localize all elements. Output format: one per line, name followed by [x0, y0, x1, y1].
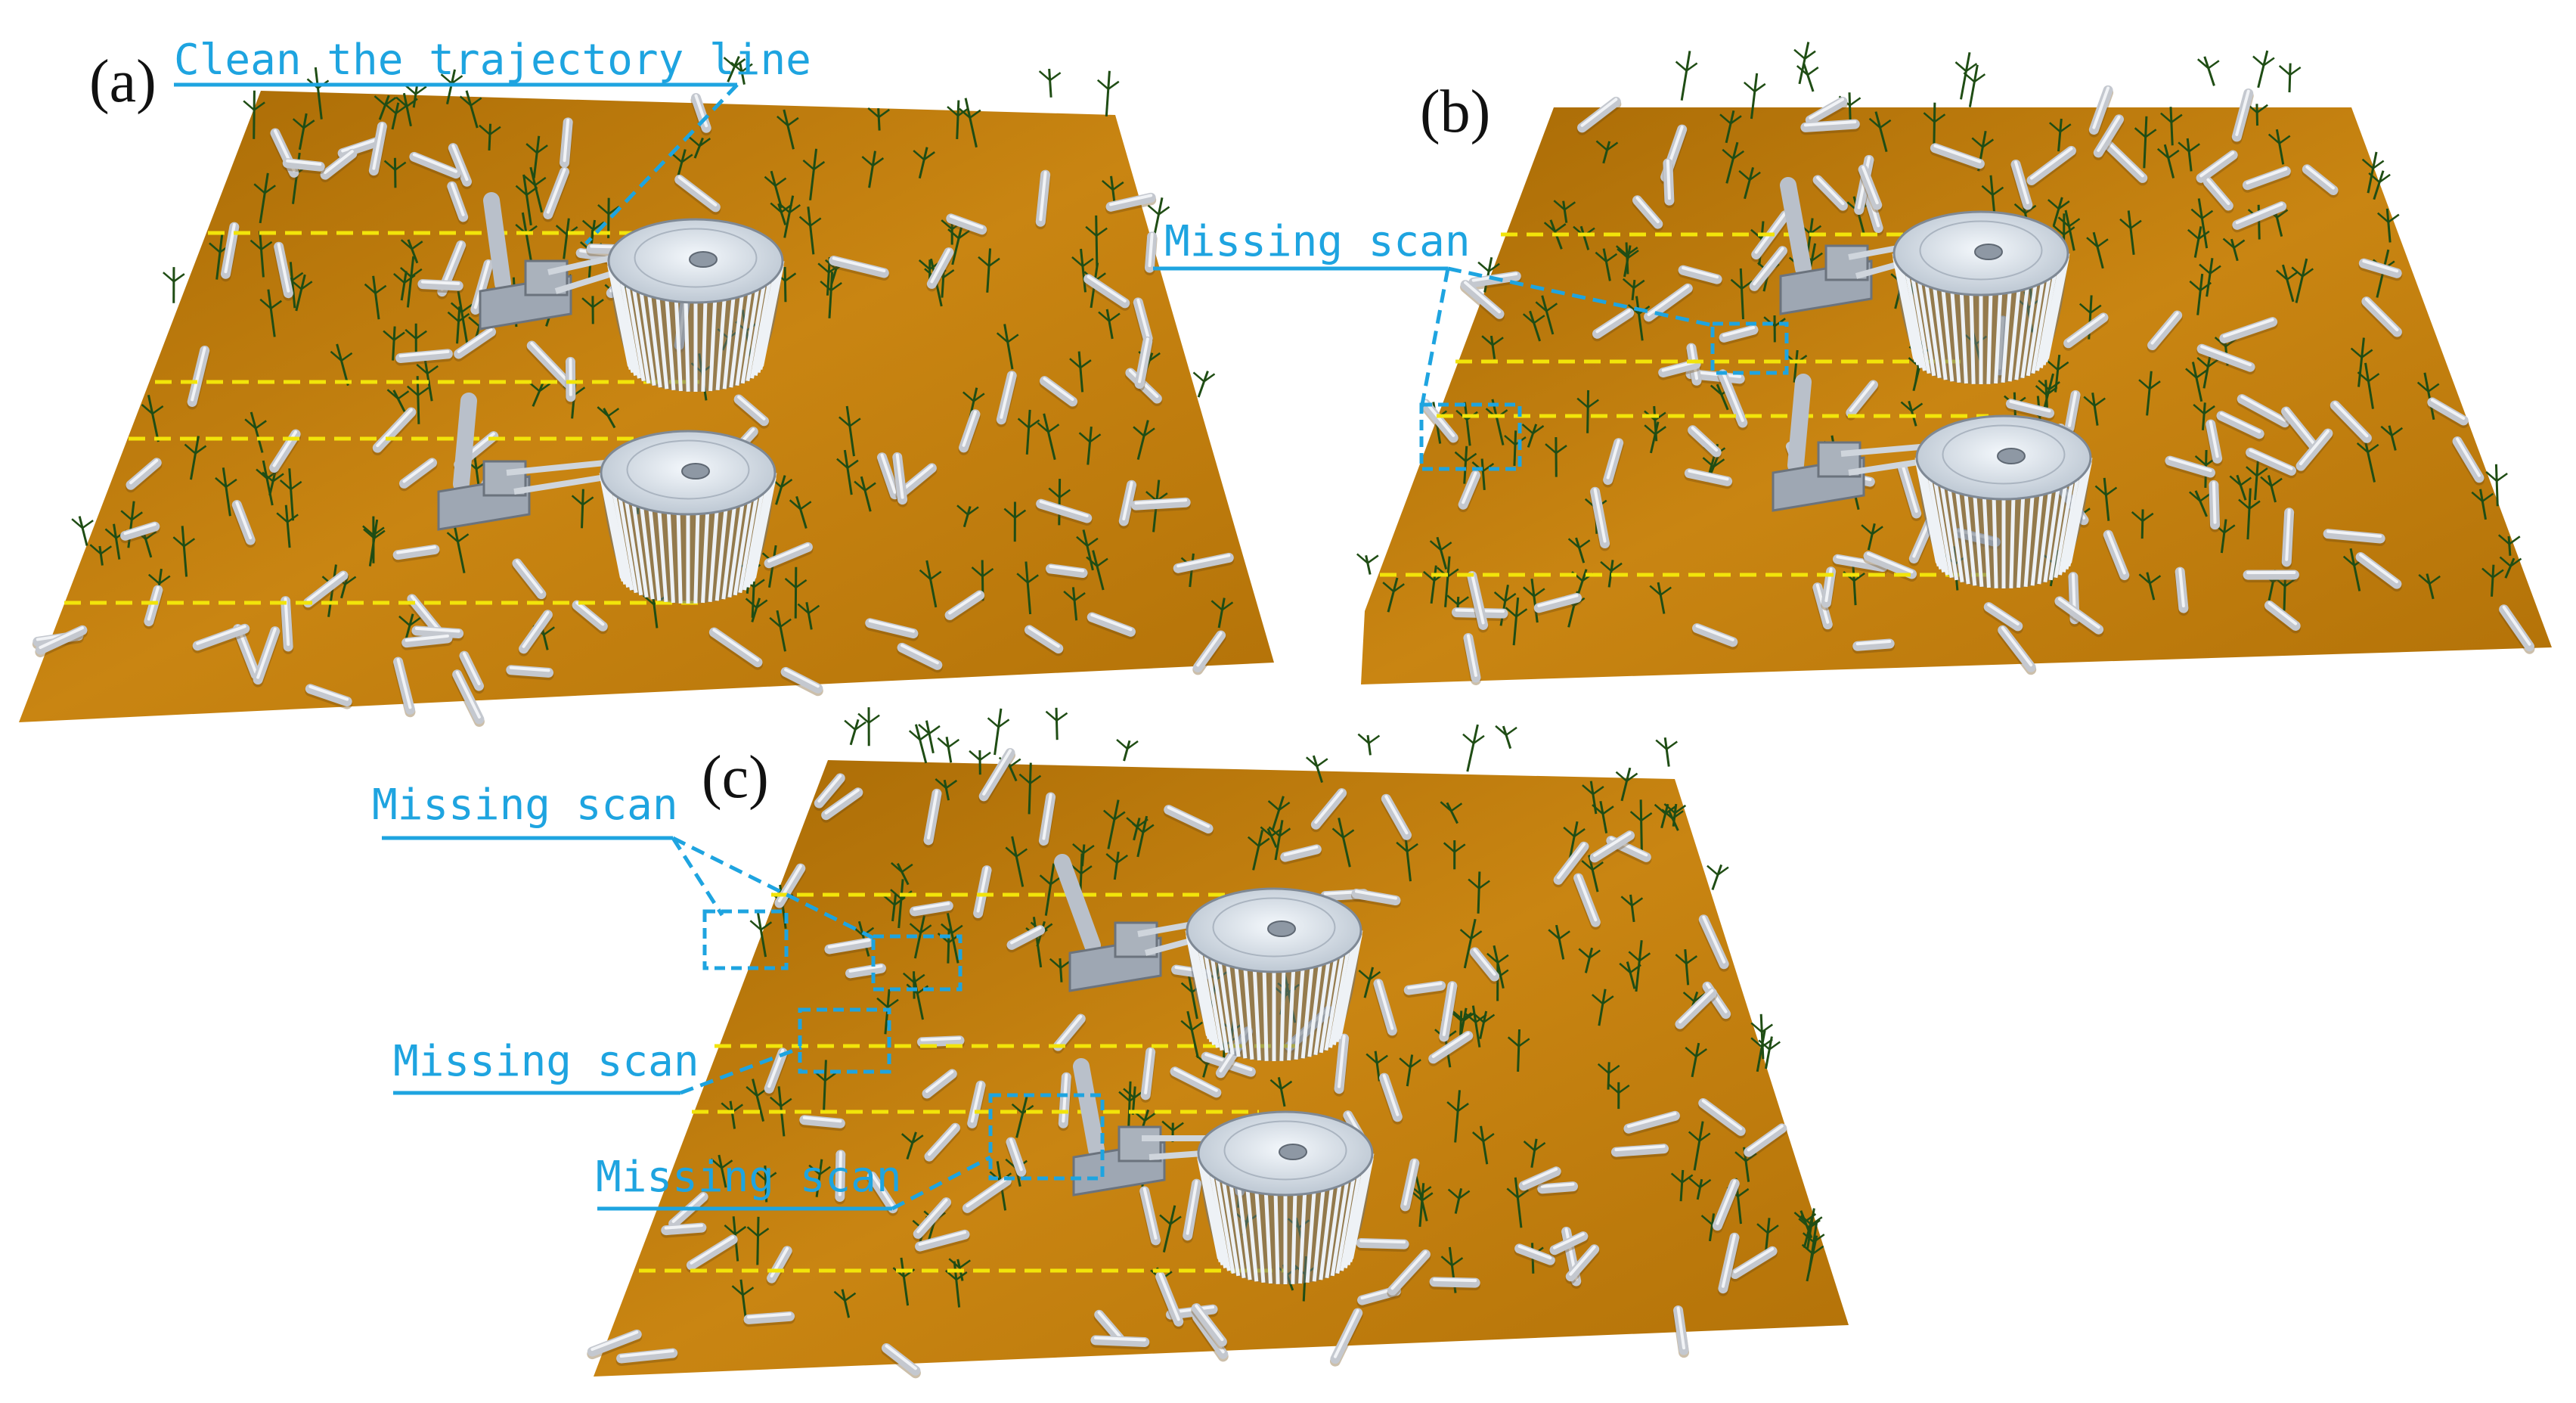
weed-plant	[1463, 725, 1484, 771]
callout-missing-scan-c1: Missing scan	[372, 781, 678, 830]
residue-stalk	[2328, 532, 2380, 541]
residue-stalk	[1136, 500, 1186, 508]
panel-label-b: (b)	[1420, 79, 1490, 145]
residue-stalk	[1668, 161, 1669, 203]
weed-plant	[1098, 71, 1119, 116]
residue-stalk	[286, 599, 289, 649]
weed-plant	[1046, 708, 1068, 740]
residue-stalk	[666, 1225, 702, 1232]
residue-stalk	[1434, 1280, 1475, 1285]
residue-stalk	[2248, 573, 2294, 577]
weed-plant	[1794, 42, 1815, 84]
callout-missing-scan-c3: Missing scan	[596, 1153, 902, 1202]
residue-stalk	[922, 1038, 959, 1044]
weed-plant	[1357, 554, 1378, 574]
residue-stalk	[2214, 483, 2215, 526]
weed-plant	[858, 707, 879, 746]
residue-stalk	[1858, 641, 1889, 648]
residue-stalk	[897, 455, 903, 501]
residue-stalk	[2211, 422, 2218, 461]
residue-stalk	[1679, 1308, 1685, 1353]
soil-plane-b	[1361, 107, 2552, 684]
residue-stalk	[1361, 1241, 1404, 1247]
callout-missing-scan-c2: Missing scan	[393, 1037, 699, 1086]
residue-stalk	[407, 636, 448, 645]
residue-stalk	[2069, 393, 2075, 430]
residue-stalk	[1051, 566, 1083, 576]
weed-plant	[1358, 734, 1379, 756]
residue-stalk	[423, 282, 458, 288]
weed-plant	[938, 737, 959, 762]
weed-plant	[845, 719, 866, 745]
residue-stalk	[1409, 983, 1440, 992]
panel-a: (a) Clean the trajectory line	[19, 36, 1274, 722]
weed-plant	[1117, 740, 1138, 761]
residue-stalk	[1063, 1075, 1066, 1125]
soil-plane-a	[19, 91, 1274, 722]
panel-c: (c) Missing scan Missing scan Missing sc…	[372, 707, 1849, 1377]
residue-stalk	[287, 161, 320, 169]
weed-plant	[1676, 51, 1697, 100]
callout-missing-scan-b: Missing scan	[1164, 217, 1471, 266]
residue-stalk	[749, 1314, 789, 1321]
panel-label-a: (a)	[89, 48, 157, 115]
residue-stalk	[401, 352, 448, 361]
weed-plant	[1707, 864, 1728, 889]
weed-plant	[1194, 371, 1215, 397]
residue-stalk	[565, 120, 569, 165]
residue-stalk	[1616, 1147, 1663, 1154]
residue-stalk	[1040, 172, 1045, 224]
residue-stalk	[1806, 122, 1855, 129]
weed-plant	[2253, 51, 2274, 88]
weed-plant	[2198, 57, 2219, 86]
callout-clean-trajectory: Clean the trajectory line	[174, 36, 811, 85]
residue-stalk	[1096, 1338, 1145, 1345]
residue-stalk	[804, 1118, 841, 1125]
residue-stalk	[1145, 1050, 1151, 1097]
residue-stalk	[2286, 511, 2289, 564]
weed-plant	[1656, 737, 1677, 766]
residue-stalk	[1149, 234, 1152, 270]
residue-stalk	[511, 668, 549, 675]
panel-label-c: (c)	[702, 744, 769, 811]
weed-plant	[2280, 64, 2301, 92]
residue-stalk	[2180, 570, 2184, 610]
residue-stalk	[1339, 1036, 1344, 1091]
weed-plant	[163, 267, 184, 303]
residue-stalk	[1542, 1184, 1573, 1191]
weed-plant	[1040, 69, 1061, 98]
panel-b: (b) Missing scan	[1153, 42, 2552, 684]
weed-plant	[988, 709, 1009, 755]
weed-plant	[1496, 726, 1517, 749]
